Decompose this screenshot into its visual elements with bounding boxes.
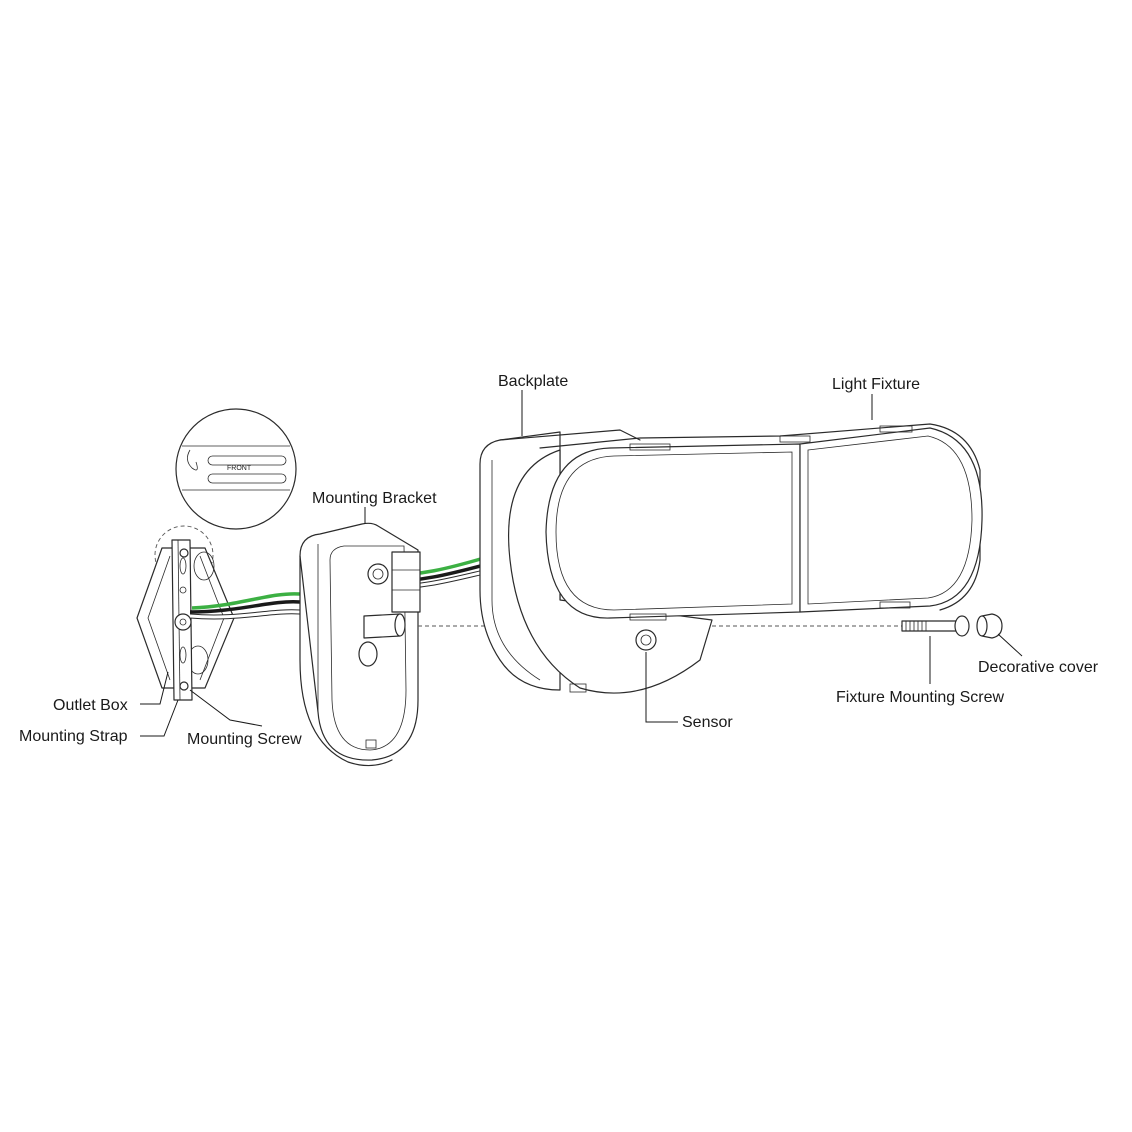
front-mark: FRONT	[227, 465, 252, 472]
lamp-head-right	[799, 427, 983, 613]
decorative-cover	[976, 613, 1003, 639]
mounting-strap	[171, 539, 193, 701]
label-backplate: Backplate	[498, 373, 568, 390]
mounting-bracket	[299, 522, 421, 767]
sensor-eye	[635, 629, 657, 651]
leader-lines	[140, 390, 1023, 737]
label-mounting-bracket: Mounting Bracket	[312, 490, 437, 507]
ground-wire	[191, 592, 301, 610]
label-decorative-cover: Decorative cover	[978, 659, 1099, 676]
label-mounting-screw: Mounting Screw	[187, 731, 302, 748]
label-outlet-box: Outlet Box	[53, 697, 128, 714]
label-mounting-strap: Mounting Strap	[19, 728, 128, 745]
light-fixture	[539, 423, 983, 621]
strap-detail-magnifier: FRONT	[175, 408, 297, 530]
label-fixture-mounting-screw: Fixture Mounting Screw	[836, 689, 1005, 706]
label-light-fixture: Light Fixture	[832, 376, 920, 393]
lamp-head-left	[545, 443, 801, 619]
fixture-mounting-screw	[901, 615, 970, 637]
label-sensor: Sensor	[682, 714, 733, 731]
